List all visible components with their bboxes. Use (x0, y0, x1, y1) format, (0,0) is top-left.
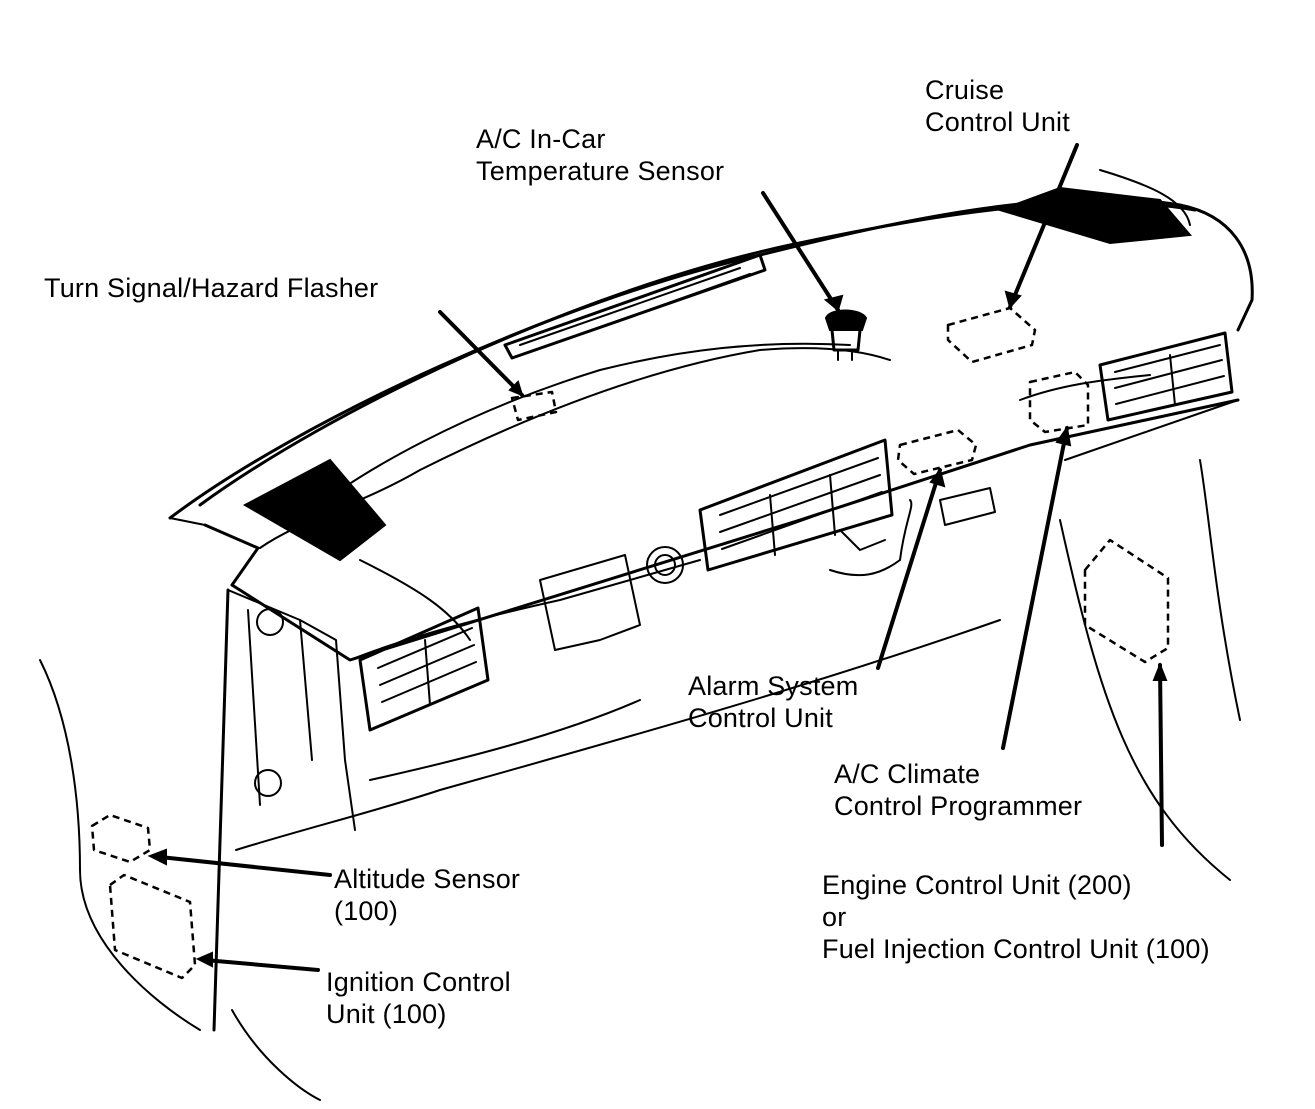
turn-signal-hazard-flasher-label: Turn Signal/Hazard Flasher (44, 272, 378, 304)
glovebox-and-controls (539, 487, 996, 651)
defroster-vent (503, 253, 767, 360)
ac-climate-programmer-leader (1001, 426, 1069, 750)
label-line: Engine Control Unit (200) (822, 870, 1132, 900)
cruise-control-leader (1008, 143, 1079, 309)
label-line: Control Programmer (834, 791, 1083, 821)
label-line: Alarm System (688, 671, 859, 701)
label-line: Altitude Sensor (334, 864, 521, 894)
altitude-sensor-leader (158, 855, 332, 877)
label-line: A/C Climate (834, 759, 981, 789)
cruise-control-unit-label: Cruise Control Unit (925, 74, 1070, 138)
label-line: Temperature Sensor (476, 156, 725, 186)
turn-signal-flasher-leader (438, 310, 524, 397)
temperature-sensor-body (824, 309, 868, 361)
label-line: Control Unit (925, 107, 1070, 137)
leader-lines (147, 143, 1168, 972)
left-speaker-grille (242, 458, 387, 562)
ac-temp-sensor-leader (761, 191, 840, 312)
label-line: Fuel Injection Control Unit (100) (822, 934, 1210, 964)
label-line: (100) (334, 896, 399, 926)
label-line: A/C In-Car (476, 124, 606, 154)
label-line: Control Unit (688, 703, 833, 733)
label-line: Cruise (925, 75, 1005, 105)
center-air-vent (698, 438, 894, 572)
ignition-control-unit-label: Ignition Control Unit (100) (326, 966, 511, 1030)
ac-climate-control-programmer-label: A/C Climate Control Programmer (834, 758, 1082, 822)
right-air-vent (1098, 331, 1234, 422)
label-line: Turn Signal/Hazard Flasher (44, 273, 379, 303)
ac-in-car-temperature-sensor-label: A/C In-Car Temperature Sensor (476, 123, 724, 187)
altitude-sensor-label: Altitude Sensor (100) (334, 863, 520, 927)
label-line: or (822, 902, 847, 932)
label-line: Unit (100) (326, 999, 447, 1029)
left-air-vent (358, 606, 490, 732)
alarm-system-control-unit-label: Alarm System Control Unit (688, 670, 858, 734)
ignition-control-leader (203, 958, 320, 972)
right-speaker-grille (996, 186, 1193, 245)
label-line: Ignition Control (326, 967, 511, 997)
engine-control-leader (1158, 663, 1164, 847)
alarm-system-leader (876, 468, 942, 670)
engine-control-unit-label: Engine Control Unit (200) or Fuel Inject… (822, 869, 1210, 965)
dashboard-body (39, 169, 1254, 1101)
